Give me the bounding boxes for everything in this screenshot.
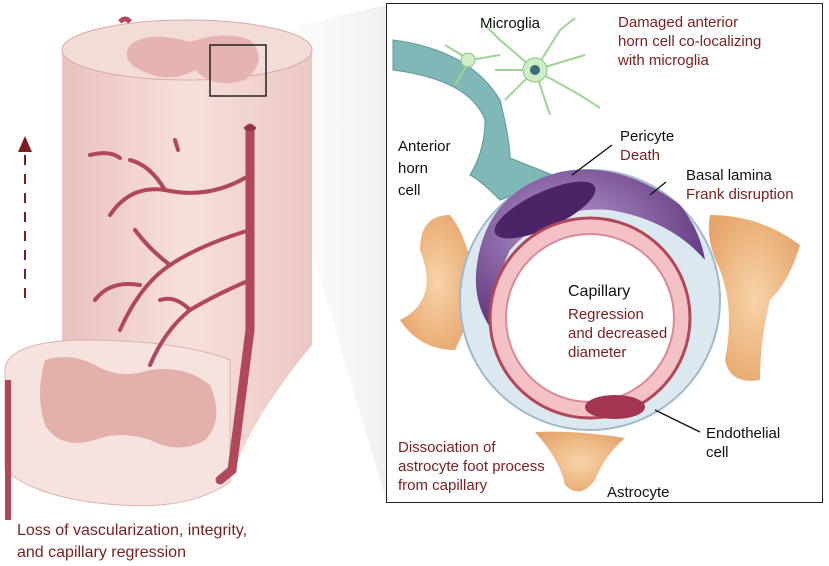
label-capillary-state: Regression and decreased diameter [568, 305, 667, 362]
label-endothelial-cell: Endothelial cell [706, 424, 780, 462]
label-astrocyte: Astrocyte [607, 484, 670, 501]
label-damaged-line3: with microglia [618, 52, 709, 69]
label-pericyte: Pericyte [620, 128, 675, 145]
progression-arrow [18, 136, 32, 298]
label-anterior-line1: Anterior [398, 138, 451, 155]
label-endothelial-line1: Endothelial [706, 425, 781, 442]
astrocyte-left [400, 215, 475, 350]
label-dissociation: Dissociation of astrocyte foot process f… [398, 438, 545, 495]
label-capillary-line1: Regression [568, 306, 644, 323]
endothelial-nucleus [585, 395, 645, 419]
label-dissociation-line2: astrocyte foot process [398, 458, 545, 475]
label-basal-lamina-state: Frank disruption [686, 186, 794, 203]
label-pericyte-death: Death [620, 147, 661, 164]
label-anterior-line3: cell [398, 182, 421, 199]
caption-line1: Loss of vascularization, integrity, [17, 522, 248, 539]
pericyte-leader [571, 144, 613, 176]
zoom-selection-box [209, 44, 267, 97]
label-microglia: Microglia [480, 15, 541, 32]
grey-matter-cut [40, 356, 217, 448]
label-damaged-line1: Damaged anterior [618, 14, 739, 31]
label-anterior-line2: horn [398, 160, 429, 177]
caption-line2: and capillary regression [17, 544, 186, 561]
label-damaged-line2: horn cell co-localizing [618, 33, 762, 50]
label-dissociation-line1: Dissociation of [398, 439, 496, 456]
label-endothelial-line2: cell [706, 444, 729, 461]
endothelial-leader [654, 409, 701, 433]
spinal-cord [4, 16, 313, 520]
basal-lamina-leader [649, 181, 667, 196]
label-capillary-line2: and decreased [568, 325, 668, 342]
label-dissociation-line3: from capillary [398, 477, 488, 494]
caption: Loss of vascularization, integrity, and … [17, 520, 247, 564]
label-capillary: Capillary [568, 283, 631, 300]
label-basal-lamina: Basal lamina [686, 167, 772, 184]
inset-frame [386, 3, 823, 503]
zoom-cone [210, 5, 386, 500]
astrocyte-bottom [535, 431, 625, 492]
astrocyte-right [708, 215, 800, 381]
vessel-branches [88, 138, 252, 367]
inset-illustration [392, 17, 800, 492]
grey-matter-top [126, 35, 259, 84]
label-capillary-line3: diameter [568, 344, 627, 361]
pericyte-nucleus [494, 181, 596, 239]
label-anterior-horn-cell: Anterior horn cell [398, 136, 451, 202]
label-damaged-anterior-horn-cell: Damaged anterior horn cell co-localizing… [618, 13, 761, 70]
